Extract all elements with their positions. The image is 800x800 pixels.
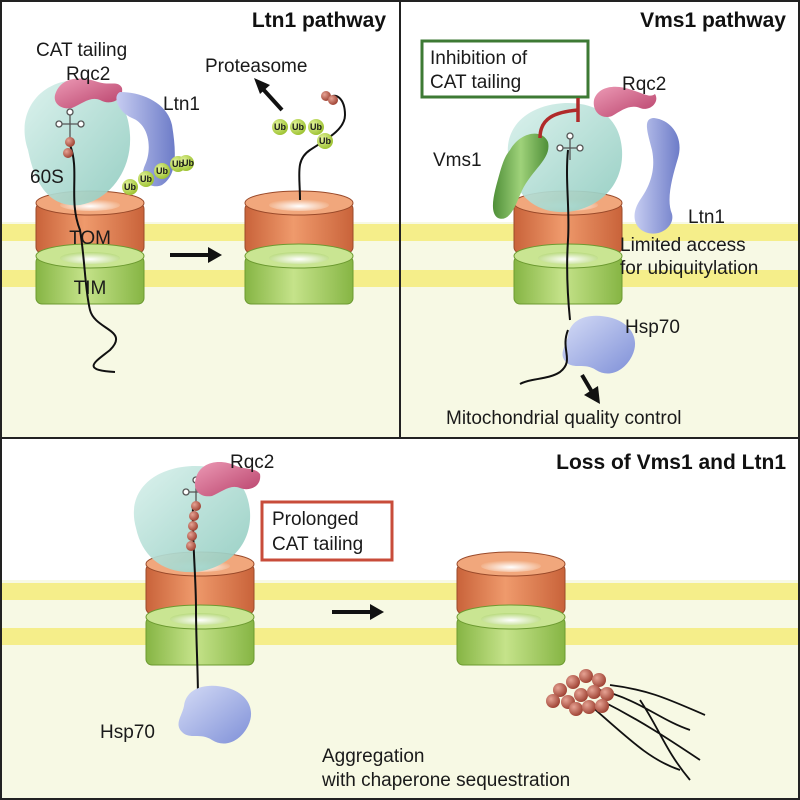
ub-label: Ub: [140, 174, 152, 184]
progression-arrow-bottom: [332, 604, 384, 620]
hsp70-protein-loss: [178, 685, 252, 744]
hsp70-label-loss: Hsp70: [100, 722, 155, 743]
cat-tailing-label: CAT tailing: [36, 40, 127, 61]
ub-label: Ub: [156, 166, 168, 176]
ubiquitin-chain-left: Ub Ub Ub Ub Ub: [122, 155, 194, 195]
cat-tail-bead: [63, 148, 73, 158]
rqc2-protein-left: [54, 78, 123, 109]
cat-tail-bead: [328, 95, 338, 105]
rqc2-protein-vms1: [593, 86, 657, 118]
aggregation-line-1: Aggregation: [322, 746, 424, 767]
outer-membrane-loss: [0, 583, 800, 600]
prolonged-line-1: Prolonged: [272, 509, 359, 530]
inner-membrane-loss: [0, 628, 800, 645]
ribosome-60s-vms1: [507, 102, 623, 213]
rqc2-protein-loss: [194, 462, 261, 497]
hsp70-protein-vms1: [562, 315, 636, 374]
proteasome-label: Proteasome: [205, 56, 307, 77]
tim-complex-left: [35, 243, 145, 305]
ltn1-protein-vms1: [634, 118, 680, 234]
prolonged-line-2: CAT tailing: [272, 534, 363, 555]
released-chain: [298, 94, 347, 201]
qc-arrow: [580, 373, 600, 404]
tim-complex-right: [244, 243, 354, 305]
inhibition-line-2: CAT tailing: [430, 72, 521, 93]
ltn1-label-left: Ltn1: [163, 94, 200, 115]
prolonged-box: [260, 500, 394, 562]
ub-label: Ub: [292, 122, 304, 132]
ribosome-label: 60S: [30, 167, 64, 188]
ub-label: Ub: [274, 122, 286, 132]
progression-arrow-top: [170, 247, 222, 263]
rqc2-label-loss: Rqc2: [230, 452, 274, 473]
cat-tail-bead: [65, 137, 75, 147]
vms1-label: Vms1: [433, 150, 482, 171]
cat-tail-long: [186, 501, 201, 551]
panel-loss-title: Loss of Vms1 and Ltn1: [556, 451, 786, 474]
panel-loss-matrix: [0, 580, 800, 800]
panel-ltn1-title: Ltn1 pathway: [252, 9, 387, 32]
tom-complex-left: [35, 190, 145, 254]
inhibition-arrow: [538, 98, 580, 139]
ltn1-label-vms1: Ltn1: [688, 207, 725, 228]
tim-complex-loss-right: [456, 604, 566, 666]
inhibition-line-1: Inhibition of: [430, 48, 528, 69]
ribosome-60s-left: [24, 80, 131, 206]
chain-to-qc: [519, 329, 569, 385]
nascent-chain-left: [69, 144, 118, 373]
rqc2-label-left: Rqc2: [66, 64, 110, 85]
ub-label: Ub: [172, 159, 184, 169]
panel-vms1-title: Vms1 pathway: [640, 9, 786, 32]
tom-complex-loss-right: [456, 551, 566, 615]
inhibition-box: [420, 39, 590, 99]
ubiquitin-chain-released: Ub Ub Ub Ub: [272, 119, 333, 149]
ub-label: Ub: [124, 182, 136, 192]
tim-label: TIM: [74, 278, 107, 299]
rqc2-label-vms1: Rqc2: [622, 74, 666, 95]
hsp70-label-vms1: Hsp70: [625, 317, 680, 338]
ub-label: Ub: [310, 122, 322, 132]
protein-aggregate: [546, 669, 706, 781]
ltn1-protein-left: [116, 92, 175, 187]
nascent-chain-vms1: [566, 149, 571, 321]
limited-access-line-2: for ubiquitylation: [620, 258, 758, 279]
limited-access-line-1: Limited access: [620, 235, 746, 256]
tom-label: TOM: [69, 228, 111, 249]
ub-label: Ub: [182, 158, 194, 168]
trna-icon: [55, 108, 85, 138]
tim-complex-loss-left: [145, 604, 255, 666]
aggregation-line-2: with chaperone sequestration: [321, 770, 570, 791]
trna-icon: [556, 132, 584, 160]
quality-control-label: Mitochondrial quality control: [446, 408, 682, 429]
vms1-protein: [492, 133, 549, 219]
proteasome-arrow: [254, 78, 284, 112]
ub-label: Ub: [319, 136, 331, 146]
